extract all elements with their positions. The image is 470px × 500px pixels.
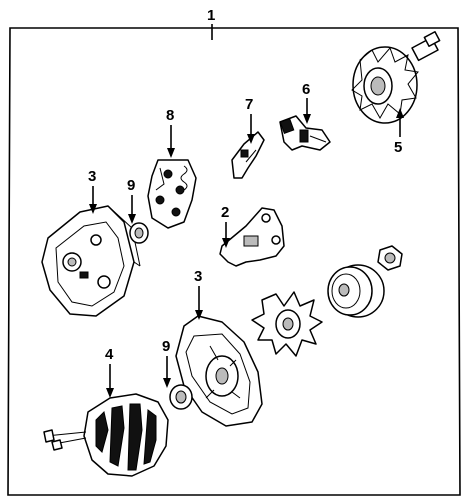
callout-stator: 4 — [105, 346, 114, 363]
rotor — [351, 31, 441, 124]
callout-assembly: 1 — [207, 7, 215, 24]
fan — [251, 291, 323, 357]
terminal — [231, 131, 265, 179]
brush-holder — [279, 115, 331, 151]
callout-regulator: 2 — [221, 204, 229, 221]
front-frame — [175, 315, 263, 427]
callout-rotor: 5 — [394, 139, 402, 156]
callout-terminal-arrow — [247, 134, 255, 144]
callout-rear-frame-arrow — [89, 204, 97, 214]
callout-bearing-rear-arrow — [128, 214, 136, 224]
callout-bearing-rear: 9 — [127, 177, 135, 194]
callout-rectifier-arrow — [167, 148, 175, 158]
callout-brush-holder: 6 — [302, 81, 310, 98]
rear-frame — [41, 205, 141, 317]
callout-regulator-arrow — [222, 238, 230, 248]
callout-front-frame-arrow — [195, 310, 203, 320]
callout-bearing-front: 9 — [162, 338, 170, 355]
callout-brush-holder-arrow — [303, 114, 311, 124]
regulator — [219, 207, 285, 267]
bearing-rear — [129, 222, 149, 244]
pulley — [327, 264, 385, 318]
callout-front-frame: 3 — [194, 268, 202, 285]
callout-rotor-arrow — [396, 108, 404, 118]
bearing-front — [169, 384, 193, 410]
assembly-frame — [7, 27, 461, 496]
pulley-nut — [377, 245, 403, 271]
callout-terminal: 7 — [245, 96, 253, 113]
callout-stator-arrow — [106, 388, 114, 398]
rectifier — [147, 159, 197, 229]
callout-rear-frame: 3 — [88, 168, 96, 185]
callout-rectifier: 8 — [166, 107, 174, 124]
stator — [43, 393, 169, 477]
callout-bearing-front-arrow — [163, 378, 171, 388]
